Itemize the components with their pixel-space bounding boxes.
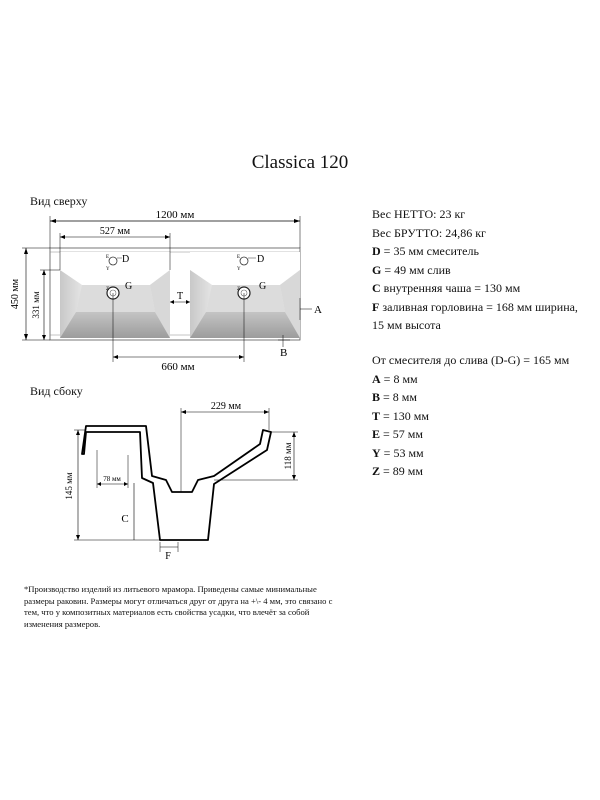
spec-g: G = 49 мм слив [372,262,451,277]
dim-width: 1200 мм [156,209,195,221]
dim-inner-depth: 331 мм [31,291,41,318]
page-title: Classica 120 [251,152,349,173]
spec-a: A = 8 мм [372,371,418,386]
marker-g-right: G [259,281,266,292]
dim-top-width: 229 мм [211,401,242,412]
marker-d-left: D [122,254,129,265]
spec-b: B = 8 мм [372,390,417,404]
right-mixer-hole [239,256,249,266]
marker-c: C [121,513,128,525]
specs-block: Вес НЕТТО: 23 кг Вес БРУТТО: 24,86 кг D … [372,205,597,335]
marker-e-left: E [106,255,109,260]
gross-weight: Вес БРУТТО: 24,86 кг [372,225,486,240]
marker-d-right: D [257,254,264,265]
dim-offset: 78 мм [103,475,121,483]
spec-y: Y = 53 мм [372,445,424,460]
marker-b: B [280,347,287,359]
marker-e-right: E [237,255,240,260]
footnote: *Производство изделий из литьевого мрамо… [24,584,333,629]
spec-c: C внутренняя чаша = 130 мм [372,281,521,295]
net-weight: Вес НЕТТО: 23 кг [372,207,466,221]
marker-t: T [177,291,183,302]
marker-g-left: G [125,281,132,292]
specs-block-2: От смесителя до слива (D-G) = 165 мм A =… [372,351,597,481]
spec-d: D = 35 мм смеситель [372,244,479,258]
spec-f: F заливная горловина = 168 мм ширина, [372,299,578,314]
dim-total-height: 145 мм [64,472,74,499]
dim-bowl-width: 527 мм [100,226,131,237]
top-view-label: Вид сверху [30,194,88,208]
marker-y-left: Y [106,267,110,272]
marker-y-right: Y [237,267,241,272]
marker-z-right: Z [237,287,240,292]
dim-rim-height: 118 мм [283,442,293,469]
marker-z-left: Z [106,287,109,292]
sink-profile [81,425,272,541]
dim-depth: 450 мм [10,278,21,309]
mixer-to-drain: От смесителя до слива (D-G) = 165 мм [372,353,570,367]
spec-z: Z = 89 мм [372,464,423,478]
spec-t: T = 130 мм [372,408,429,423]
marker-a: A [314,304,322,316]
dim-drain-spacing: 660 мм [161,361,194,373]
marker-f: F [165,551,171,562]
side-view-label: Вид сбоку [30,384,83,398]
spec-f-continuation: 15 мм высота [372,318,441,332]
spec-e: E = 57 мм [372,427,423,441]
left-mixer-hole [108,256,118,266]
